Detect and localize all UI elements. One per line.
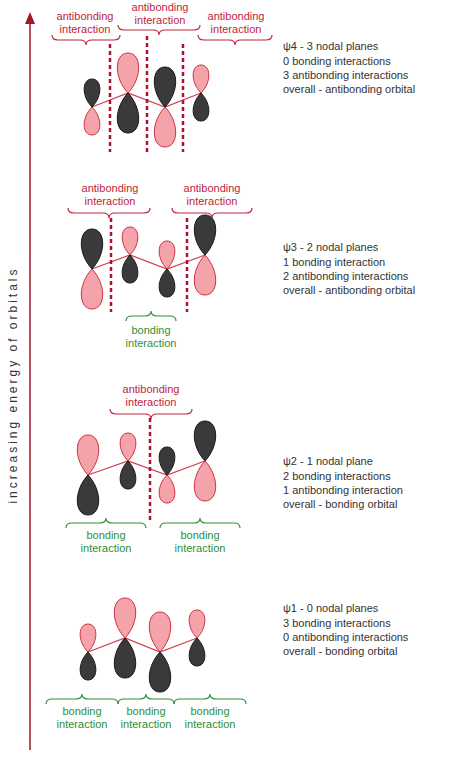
p-orbital-lobe bbox=[122, 255, 138, 283]
orbital-description: overall - antibonding orbital bbox=[283, 284, 453, 297]
p-orbital-lobe bbox=[117, 93, 138, 133]
p-orbital-lobe bbox=[81, 269, 102, 309]
nodal-plane bbox=[182, 44, 185, 152]
interaction-bracket bbox=[160, 518, 240, 528]
interaction-bracket bbox=[174, 694, 246, 704]
p-orbital-lobe bbox=[80, 624, 96, 652]
interaction-bracket bbox=[126, 311, 176, 321]
interaction-bracket bbox=[118, 25, 200, 35]
orbital-description: ψ3 - 2 nodal planes bbox=[283, 241, 453, 254]
p-orbital-lobe bbox=[117, 53, 138, 93]
orbital-description: 2 bonding interactions bbox=[283, 470, 453, 483]
orbital-description: ψ1 - 0 nodal planes bbox=[283, 602, 453, 615]
bonding-label: bonding interaction bbox=[168, 529, 232, 554]
orbital-description: overall - antibonding orbital bbox=[283, 83, 453, 96]
interaction-bracket bbox=[66, 518, 146, 528]
orbital-description: ψ4 - 3 nodal planes bbox=[283, 40, 453, 53]
orbital-description: overall - bonding orbital bbox=[283, 645, 453, 658]
p-orbital-lobe bbox=[114, 638, 135, 678]
bonding-label: bonding interaction bbox=[114, 705, 178, 730]
interaction-bracket bbox=[172, 208, 252, 218]
orbital-description: ψ2 - 1 nodal plane bbox=[283, 455, 453, 468]
antibonding-label: antibonding interaction bbox=[70, 182, 150, 207]
interaction-bracket bbox=[46, 694, 118, 704]
p-orbital-lobe bbox=[120, 461, 136, 489]
nodal-plane bbox=[110, 218, 113, 312]
orbital-description: 3 antibonding interactions bbox=[283, 69, 453, 82]
p-orbital-lobe bbox=[114, 598, 135, 638]
carbon-skeleton bbox=[88, 461, 205, 475]
axis-arrowhead bbox=[25, 12, 35, 24]
p-orbital-lobe bbox=[149, 652, 170, 692]
p-orbital-lobe bbox=[154, 107, 175, 147]
nodal-plane bbox=[186, 218, 189, 312]
p-orbital-lobe bbox=[193, 93, 209, 121]
interaction-bracket bbox=[68, 208, 150, 218]
bonding-label: bonding interaction bbox=[74, 529, 138, 554]
p-orbital-lobe bbox=[154, 67, 175, 107]
interaction-bracket bbox=[110, 409, 192, 419]
bonding-label: bonding interaction bbox=[119, 324, 183, 349]
orbital-description: overall - bonding orbital bbox=[283, 498, 453, 511]
nodal-plane bbox=[146, 36, 149, 152]
p-orbital-lobe bbox=[194, 421, 215, 461]
orbital-description: 2 antibonding interactions bbox=[283, 270, 453, 283]
orbital-description: 0 bonding interactions bbox=[283, 55, 453, 68]
axis-label: increasing energy of orbitals bbox=[7, 266, 21, 503]
p-orbital-lobe bbox=[80, 652, 96, 680]
antibonding-label: antibonding interaction bbox=[111, 383, 191, 408]
nodal-plane bbox=[109, 44, 112, 152]
p-orbital-lobe bbox=[194, 255, 215, 295]
p-orbital-lobe bbox=[77, 435, 98, 475]
bonding-label: bonding interaction bbox=[178, 705, 242, 730]
orbital-description: 0 antibonding interactions bbox=[283, 631, 453, 644]
antibonding-label: antibonding interaction bbox=[45, 10, 125, 35]
p-orbital-lobe bbox=[159, 269, 175, 297]
nodal-plane bbox=[149, 418, 152, 522]
interaction-bracket bbox=[118, 694, 174, 704]
p-orbital-lobe bbox=[84, 79, 100, 107]
energy-axis bbox=[29, 22, 31, 750]
p-orbital-lobe bbox=[194, 215, 215, 255]
antibonding-label: antibonding interaction bbox=[172, 182, 252, 207]
p-orbital-lobe bbox=[189, 610, 205, 638]
p-orbital-lobe bbox=[159, 475, 175, 503]
p-orbital-lobe bbox=[194, 461, 215, 501]
orbital-description: 1 bonding interaction bbox=[283, 256, 453, 269]
p-orbital-lobe bbox=[77, 475, 98, 515]
p-orbital-lobe bbox=[193, 65, 209, 93]
p-orbital-lobe bbox=[120, 433, 136, 461]
p-orbital-lobe bbox=[149, 612, 170, 652]
p-orbital-lobe bbox=[189, 638, 205, 666]
bonding-label: bonding interaction bbox=[50, 705, 114, 730]
antibonding-label: antibonding interaction bbox=[120, 1, 200, 26]
antibonding-label: antibonding interaction bbox=[196, 10, 276, 35]
p-orbital-lobe bbox=[159, 447, 175, 475]
p-orbital-lobe bbox=[81, 229, 102, 269]
orbital-description: 3 bonding interactions bbox=[283, 617, 453, 630]
interaction-bracket bbox=[52, 35, 120, 45]
p-orbital-lobe bbox=[84, 107, 100, 135]
p-orbital-lobe bbox=[122, 227, 138, 255]
p-orbital-lobe bbox=[159, 241, 175, 269]
interaction-bracket bbox=[198, 35, 272, 45]
carbon-skeleton bbox=[88, 638, 197, 652]
orbital-description: 1 antibonding interaction bbox=[283, 484, 453, 497]
